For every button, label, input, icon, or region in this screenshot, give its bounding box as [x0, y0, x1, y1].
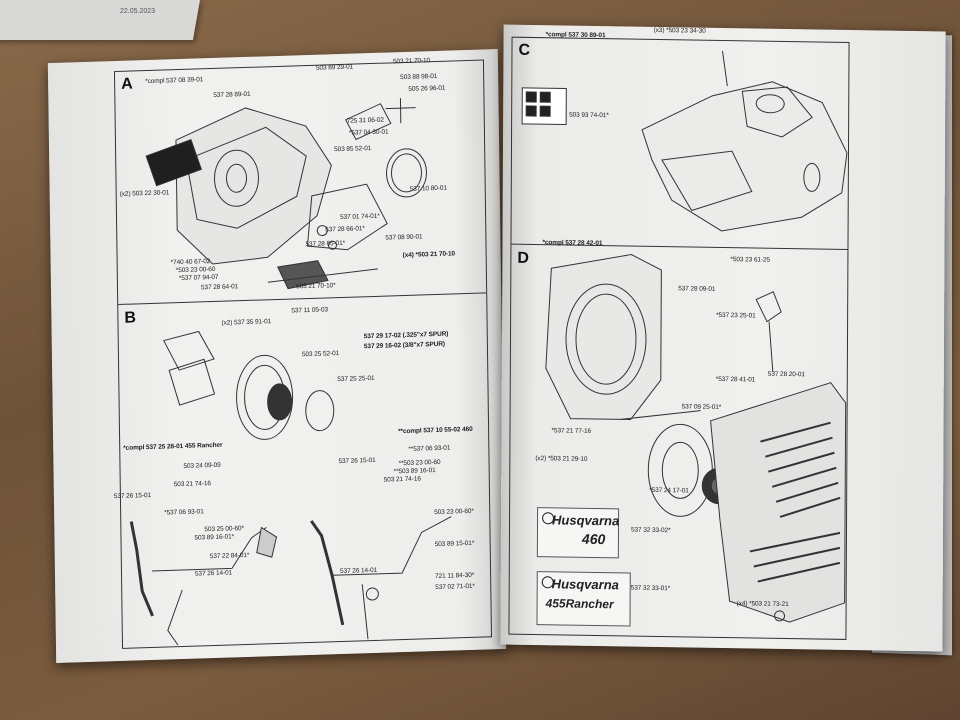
label-b-2: 537 11 05-03 [291, 306, 329, 315]
label-l-4: *537 06 93-01 [164, 508, 204, 517]
label-a-15: 537 08 90-01 [385, 233, 423, 242]
label-a-2: 537 28 89-01 [213, 90, 251, 99]
label-a-12: 537 01 74-01* [340, 212, 380, 222]
label-d-compl: *compl 537 28 42-01 [542, 239, 603, 248]
label-d-6: 537 28 20-01 [767, 370, 805, 379]
label-r-4: **503 89 16-01 [393, 467, 436, 476]
label-d-4: *537 23 25-01 [716, 311, 756, 320]
label-d-9: (x2) *503 21 29-10 [535, 455, 588, 463]
right-page: C D [500, 24, 946, 652]
label-d-2: 537 28 09-01 [678, 285, 716, 293]
label-r-9: 721 11 84-30* [435, 571, 475, 581]
label-r-7: 503 89 15-01* [434, 539, 475, 549]
right-exploded-parts-drawing [521, 50, 848, 623]
label-l-5: 503 25 00-60* [204, 525, 244, 534]
label-a-7: 725 31 06-02 [346, 116, 384, 125]
paper-date-stamp: 22.05.2023 [120, 8, 156, 15]
label-a-14: 537 28 65-01* [305, 239, 346, 249]
label-d-12: 537 32 33-01* [630, 584, 671, 593]
right-diagram-frame: C D [508, 36, 850, 640]
husqvarna-460-decal: Husqvarna 460 [536, 507, 620, 559]
label-r-6: 503 23 00-60* [434, 507, 474, 517]
label-l-1: 503 24 09-09 [183, 461, 221, 470]
label-l-3: 537 26 15-01 [113, 491, 152, 501]
label-a-8: *537 04 30-01 [348, 128, 389, 137]
left-page: A B [47, 49, 507, 663]
label-a-9: 503 85 52-01 [334, 145, 372, 154]
label-d-7: 537 09 25-01* [681, 403, 722, 411]
label-d-11: 537 32 33-02* [630, 526, 671, 535]
background-paper [0, 0, 201, 40]
label-a-18: *537 07 94-07 [178, 273, 219, 283]
decal-455-brand: Husqvarna [551, 576, 619, 593]
label-a-21: 503 21 70-10* [295, 282, 336, 291]
label-a-6: 505 26 96-01 [408, 84, 446, 93]
decal-460-brand: Husqvarna [551, 512, 620, 529]
label-d-10: *537 24 17-01 [649, 486, 689, 495]
label-a-19: 537 28 64-01 [200, 283, 239, 292]
label-d-8: *537 21 77-16 [551, 427, 592, 435]
label-l-8: 537 26 14-01 [194, 569, 233, 578]
label-l-6: 503 89 16-01* [194, 533, 235, 542]
label-r-3: **503 23 00-60 [398, 458, 441, 468]
label-r-2: **537 06 93-01 [408, 444, 451, 453]
label-l-7: 537 22 84-01* [209, 551, 250, 561]
left-exploded-parts-drawing [129, 98, 452, 646]
label-c-3: 503 93 74-01* [569, 111, 609, 120]
label-a-11: 537 10 80-01 [409, 184, 447, 193]
label-r-5: 503 21 74-16 [383, 475, 421, 484]
label-a-4: 503 21 70-10 [392, 57, 431, 66]
decal-455-model: 455Rancher [545, 596, 614, 612]
left-diagram-frame: A B [113, 59, 493, 649]
label-c-2: (x3) *503 23 34-30 [653, 26, 706, 35]
label-b-6: 537 25 25-01 [337, 374, 375, 384]
label-r-8: 537 26 14-01 [339, 566, 378, 576]
label-d-3: *503 23 61-25 [730, 256, 770, 264]
decal-460-model: 460 [581, 530, 606, 548]
label-r-10: 537 02 71-01* [435, 582, 475, 592]
label-r-1: 537 26 15-01 [338, 456, 376, 466]
label-d-5: *537 28 41-01 [715, 375, 756, 384]
label-l-2: 503 21 74-16 [173, 480, 211, 489]
label-b-5: 503 25 52-01 [301, 350, 340, 359]
label-a-5: 503 88 98-01 [400, 72, 438, 82]
label-d-13: (x4) *503 21 73-21 [736, 600, 789, 609]
husqvarna-455-rancher-decal: Husqvarna 455Rancher [536, 571, 631, 627]
label-a-3: 503 89 29-01 [315, 63, 354, 72]
label-c-compl: *compl 537 30 89-01 [545, 31, 606, 40]
label-a-13: 537 28 66-01* [325, 225, 365, 234]
label-a-16: *740 40 67-02 [170, 258, 211, 267]
label-a-17: *503 23 00-60 [175, 265, 216, 275]
